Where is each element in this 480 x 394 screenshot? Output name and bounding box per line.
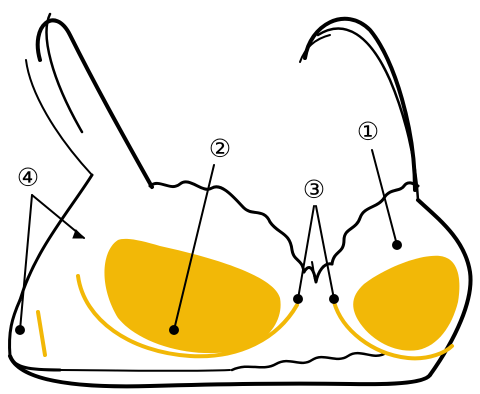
left-strap bbox=[26, 14, 152, 187]
bottom-band bbox=[10, 353, 430, 386]
label-2: ② bbox=[209, 134, 231, 163]
left-side-band bbox=[9, 175, 92, 370]
label-4: ④ bbox=[17, 163, 39, 192]
right-cup-pad bbox=[353, 256, 459, 351]
right-cup-lace-edge bbox=[332, 183, 418, 264]
side-boning bbox=[38, 312, 45, 355]
label-3: ③ bbox=[303, 175, 325, 204]
right-strap bbox=[300, 19, 418, 200]
label-1: ① bbox=[357, 117, 379, 146]
